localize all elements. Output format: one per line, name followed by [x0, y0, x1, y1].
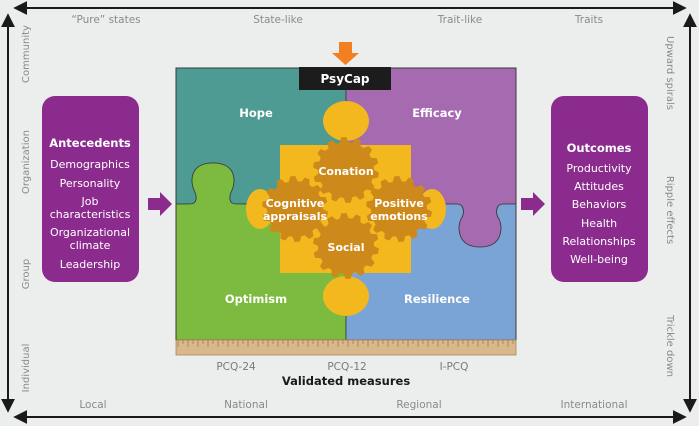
measure-pcq-12: PCQ-12: [327, 361, 366, 373]
right-scale-upward-spirals: Upward spirals: [664, 36, 675, 110]
measures-ruler: [175, 339, 517, 356]
measure-pcq-24: PCQ-24: [216, 361, 256, 373]
gear-positive-label-line2: emotions: [370, 210, 428, 223]
antecedent-item: characteristics: [50, 208, 131, 221]
ruler-ticks: [177, 340, 514, 347]
bottom-scale-international: International: [560, 399, 627, 411]
antecedents-title: Antecedents: [49, 136, 131, 150]
antecedent-item: Organizational: [50, 226, 130, 239]
top-scale-trait-like: Trait-like: [437, 14, 482, 26]
antecedent-item: Job: [81, 195, 99, 208]
outcome-item: Well-being: [570, 253, 628, 266]
outcomes-panel: [551, 96, 648, 282]
outcome-item: Behaviors: [572, 198, 627, 211]
outcome-item: Relationships: [562, 235, 636, 248]
measure-i-pcq: I-PCQ: [440, 361, 469, 373]
efficacy-label: Efficacy: [412, 106, 462, 120]
psycap-title: PsyCap: [320, 72, 369, 86]
antecedent-item: Leadership: [60, 258, 120, 271]
gear-positive-label-line1: Positive: [374, 197, 424, 210]
left-scale-organization: Organization: [21, 130, 32, 194]
gear-social-label: Social: [328, 241, 365, 254]
gear-cognitive-label-line1: Cognitive: [266, 197, 325, 210]
outcome-item: Productivity: [566, 162, 632, 175]
gear-social: [313, 213, 379, 279]
center-tab-bottom: [323, 276, 369, 316]
left-scale-group: Group: [21, 259, 32, 289]
hope-label: Hope: [239, 106, 273, 120]
outcomes-title: Outcomes: [567, 141, 632, 155]
validated-measures-title: Validated measures: [282, 374, 410, 388]
antecedent-item: Personality: [60, 177, 121, 190]
bottom-scale-national: National: [224, 399, 268, 411]
top-scale-state-like: State-like: [253, 14, 303, 26]
optimism-label: Optimism: [225, 292, 287, 306]
psycap-to-outcomes-arrow: [521, 192, 545, 216]
gear-shape: [366, 176, 432, 242]
right-scale-trickle-down: Trickle down: [664, 314, 675, 377]
top-scale-pure-states: “Pure” states: [71, 14, 140, 26]
gear-cognitive-appraisals: [262, 176, 328, 242]
antecedent-item: Demographics: [50, 158, 130, 171]
gear-shape: [313, 213, 379, 279]
gear-positive-emotions: [366, 176, 432, 242]
resilience-label: Resilience: [404, 292, 470, 306]
left-scale-individual: Individual: [21, 344, 32, 393]
outcome-item: Health: [581, 217, 617, 230]
bottom-scale-local: Local: [79, 399, 106, 411]
gear-shape: [262, 176, 328, 242]
gear-cognitive-label-line2: appraisals: [263, 210, 328, 223]
psycap-title-bar: [299, 67, 391, 90]
outcome-item: Attitudes: [574, 180, 624, 193]
antecedent-item: climate: [70, 239, 111, 252]
ruler-bar: [175, 339, 517, 356]
left-scale-community: Community: [21, 25, 32, 83]
gear-conation-label: Conation: [318, 165, 373, 178]
center-tab-top: [323, 101, 369, 141]
psycap-down-arrow: [332, 42, 359, 65]
top-scale-traits: Traits: [574, 14, 603, 26]
antecedents-panel: [42, 96, 139, 282]
antecedents-to-psycap-arrow: [148, 192, 172, 216]
bottom-scale-regional: Regional: [396, 399, 441, 411]
gear-conation: [313, 137, 379, 203]
right-scale-ripple-effects: Ripple effects: [664, 176, 675, 244]
gear-shape: [313, 137, 379, 203]
